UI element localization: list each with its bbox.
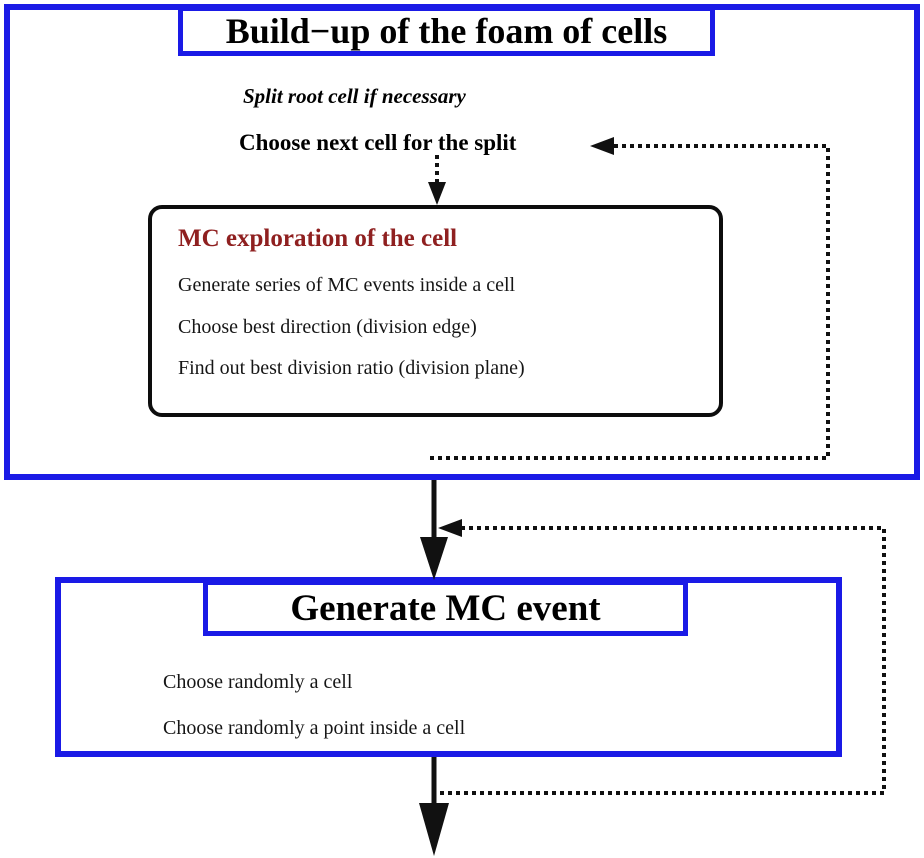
- generate-item: Choose randomly a cell: [163, 671, 353, 693]
- connector-generate-output-icon: [419, 757, 449, 856]
- step-choose-next-cell: Choose next cell for the split: [239, 130, 517, 155]
- generate-title-text: Generate MC event: [290, 587, 601, 629]
- mc-exploration-box: MC exploration of the cell Generate seri…: [148, 205, 723, 417]
- buildup-title-plaque: Build−up of the foam of cells: [178, 6, 715, 56]
- buildup-title-text: Build−up of the foam of cells: [225, 11, 668, 51]
- mc-exploration-item: Choose best direction (division edge): [178, 316, 477, 338]
- mc-exploration-item: Find out best division ratio (division p…: [178, 357, 525, 379]
- mc-exploration-title: MC exploration of the cell: [178, 225, 458, 252]
- mc-exploration-item: Generate series of MC events inside a ce…: [178, 274, 516, 296]
- generate-title-plaque: Generate MC event: [203, 580, 688, 636]
- step-split-root-cell: Split root cell if necessary: [243, 84, 466, 108]
- generate-item: Choose randomly a point inside a cell: [163, 717, 466, 739]
- connector-buildup-to-generate-icon: [420, 480, 448, 580]
